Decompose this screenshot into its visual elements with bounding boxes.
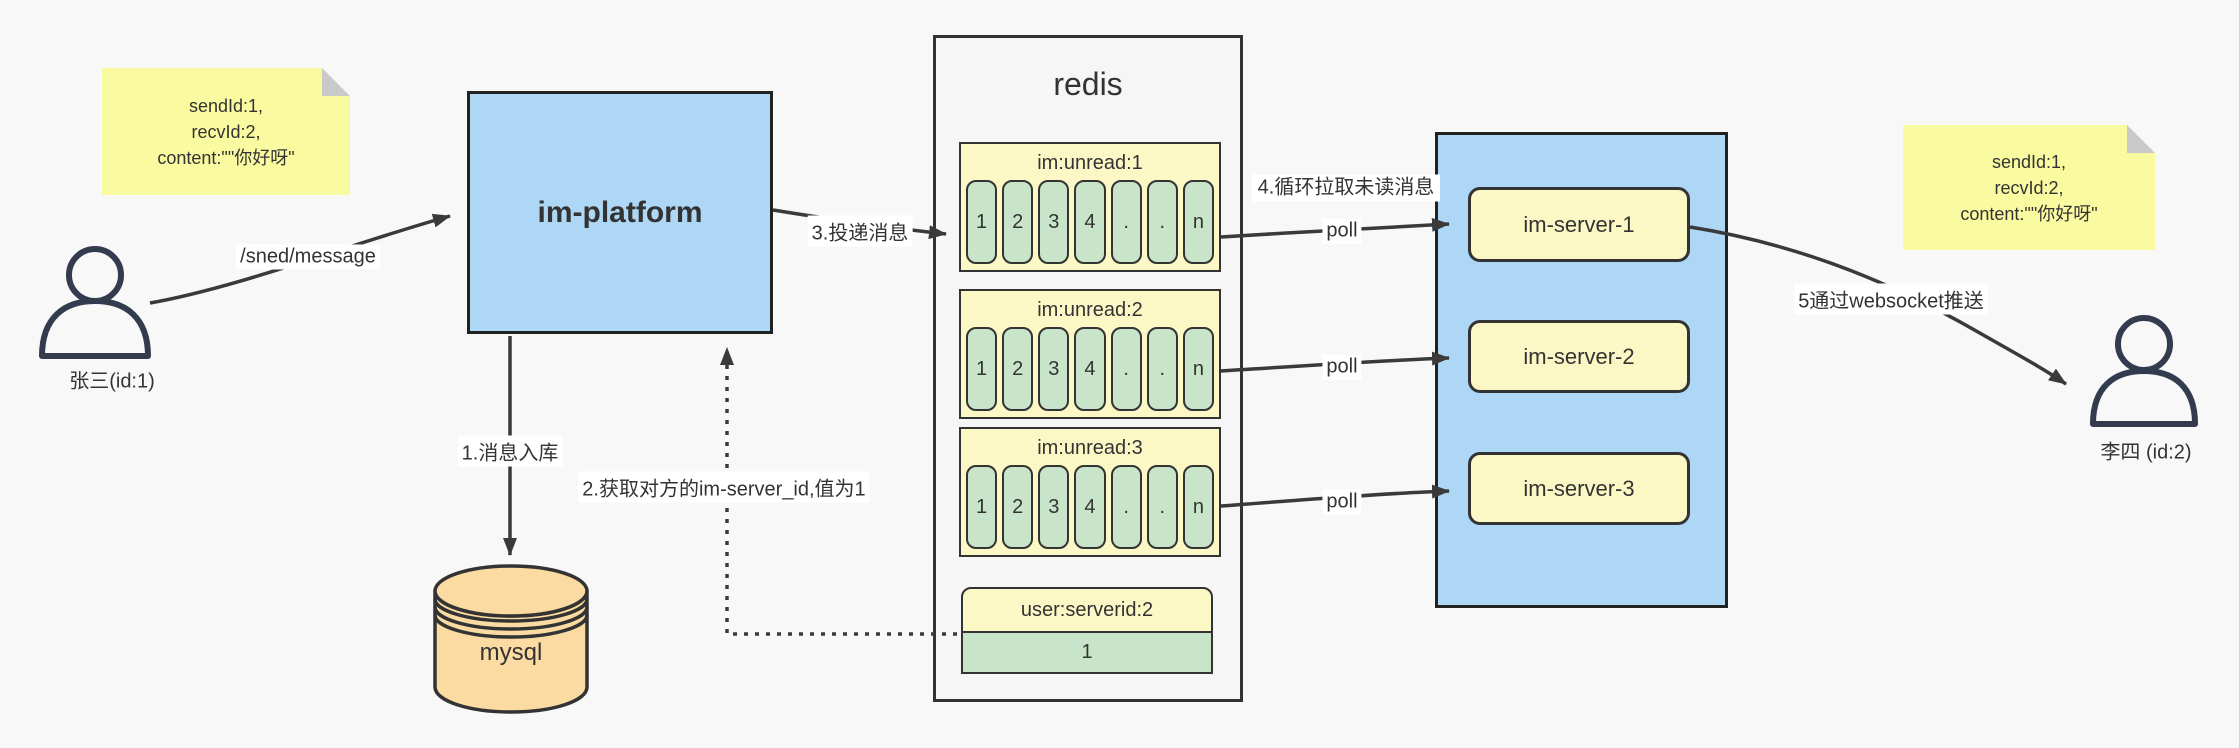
queue-im-unread-2: im:unread:2 1 2 3 4 . . n xyxy=(959,289,1221,419)
redis-container: redis im:unread:1 1 2 3 4 . . n im:unrea… xyxy=(933,35,1243,702)
folded-corner-icon xyxy=(322,68,350,96)
queue-cells: 1 2 3 4 . . n xyxy=(961,327,1219,417)
queue-cell: 2 xyxy=(1002,180,1034,264)
edge-label-step1: 1.消息入库 xyxy=(457,435,563,467)
im-server-1-node: im-server-1 xyxy=(1468,187,1690,262)
queue-cell: n xyxy=(1182,180,1214,264)
redis-title: redis xyxy=(1053,66,1123,102)
queue-cell: . xyxy=(1110,465,1142,549)
edge-label-poll-2: poll xyxy=(1322,354,1362,380)
note-line: sendId:1, xyxy=(188,95,264,116)
queue-cell: . xyxy=(1146,180,1178,264)
note-line: recvId:2, xyxy=(1994,177,2064,198)
user-icon xyxy=(39,246,151,359)
note-line: content:""你好呀" xyxy=(1960,203,2098,224)
queue-cell: . xyxy=(1110,327,1142,411)
queue-im-unread-1: im:unread:1 1 2 3 4 . . n xyxy=(959,142,1221,272)
user-sender-label: 张三(id:1) xyxy=(69,370,155,393)
user-receiver-label: 李四 (id:2) xyxy=(2100,441,2192,464)
queue-cell: 4 xyxy=(1074,180,1106,264)
queue-cell: n xyxy=(1182,465,1214,549)
im-server-label: im-server-1 xyxy=(1523,211,1635,237)
im-server-cluster: im-server-1 im-server-2 im-server-3 xyxy=(1435,132,1728,608)
sticky-note-message-left: sendId:1, recvId:2, content:""你好呀" xyxy=(102,68,350,195)
edge-label-poll-1: poll xyxy=(1322,218,1362,244)
queue-cell: . xyxy=(1146,327,1178,411)
edge-label-step3: 3.投递消息 xyxy=(807,215,913,247)
user-serverid-mapping: user:serverid:2 1 xyxy=(961,587,1213,674)
queue-cell: 3 xyxy=(1038,180,1070,264)
queue-cells: 1 2 3 4 . . n xyxy=(961,465,1219,555)
edge-label-step2: 2.获取对方的im-server_id,值为1 xyxy=(578,471,870,503)
queue-cell: 1 xyxy=(966,180,998,264)
queue-cell: 2 xyxy=(1002,327,1034,411)
note-line: content:""你好呀" xyxy=(157,147,295,168)
queue-cell: 1 xyxy=(966,465,998,549)
queue-cell: 4 xyxy=(1074,465,1106,549)
queue-cell: 3 xyxy=(1038,465,1070,549)
im-platform-node: im-platform xyxy=(467,91,773,334)
im-server-2-node: im-server-2 xyxy=(1468,320,1690,393)
im-server-label: im-server-3 xyxy=(1523,475,1635,501)
edge-label-poll-3: poll xyxy=(1322,489,1362,515)
note-line: sendId:1, xyxy=(1991,151,2067,172)
folded-corner-icon xyxy=(2127,125,2155,153)
queue-cell: 4 xyxy=(1074,327,1106,411)
mapping-value: 1 xyxy=(961,633,1213,674)
queue-im-unread-3: im:unread:3 1 2 3 4 . . n xyxy=(959,427,1221,557)
im-platform-label: im-platform xyxy=(537,195,703,229)
edge-label-step4: 4.循环拉取未读消息 xyxy=(1252,174,1440,202)
im-server-label: im-server-2 xyxy=(1523,343,1635,369)
queue-cell: . xyxy=(1146,465,1178,549)
queue-title: im:unread:2 xyxy=(1037,299,1143,321)
queue-title: im:unread:3 xyxy=(1037,437,1143,459)
im-server-3-node: im-server-3 xyxy=(1468,452,1690,525)
queue-title: im:unread:1 xyxy=(1037,152,1143,174)
queue-cell: 3 xyxy=(1038,327,1070,411)
note-line: recvId:2, xyxy=(191,121,261,142)
mysql-label: mysql xyxy=(479,639,543,666)
edge-label-send-api: /sned/message xyxy=(236,244,380,270)
queue-cell: 2 xyxy=(1002,465,1034,549)
queue-cell: n xyxy=(1182,327,1214,411)
queue-cells: 1 2 3 4 . . n xyxy=(961,180,1219,270)
mapping-key: user:serverid:2 xyxy=(961,587,1213,633)
queue-cell: 1 xyxy=(966,327,998,411)
edge-label-step5: 5通过websocket推送 xyxy=(1794,283,1988,315)
sticky-note-message-right: sendId:1, recvId:2, content:""你好呀" xyxy=(1903,125,2155,250)
queue-cell: . xyxy=(1110,180,1142,264)
user-icon xyxy=(2090,315,2198,427)
